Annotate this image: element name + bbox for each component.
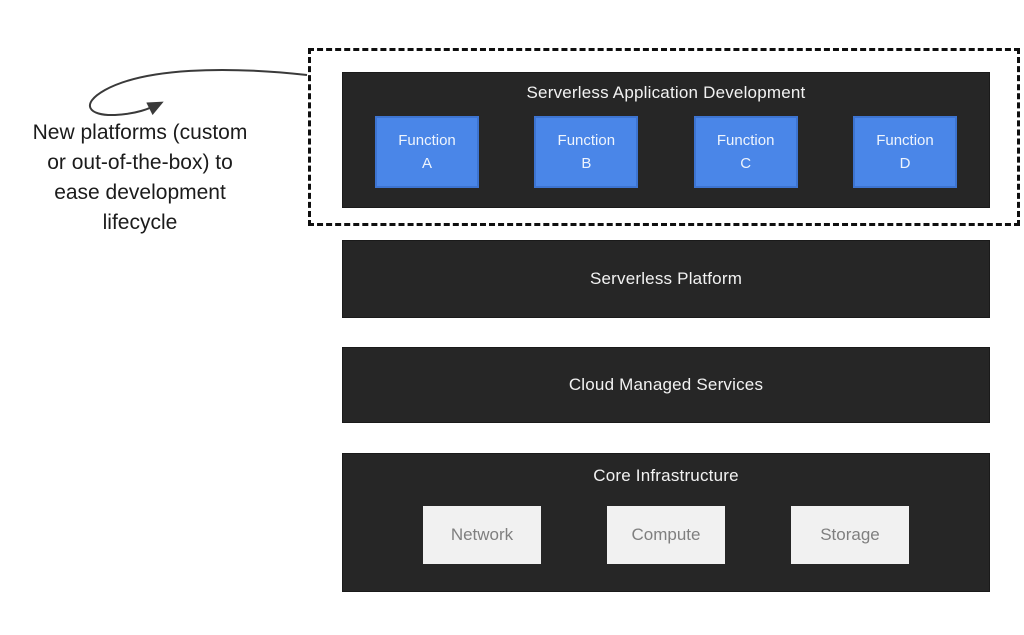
function-label: Function xyxy=(876,132,934,149)
function-label: A xyxy=(421,155,432,172)
function-label: D xyxy=(899,155,911,172)
layer-title: Core Infrastructure xyxy=(593,466,739,485)
component-box-storage: Storage xyxy=(791,506,909,564)
annotation-line: New platforms (custom xyxy=(32,121,248,144)
function-label: C xyxy=(740,155,752,172)
function-label: Function xyxy=(398,132,456,149)
layer-serverless-platform: Serverless Platform xyxy=(342,240,990,318)
annotation-text: New platforms (custom or out-of-the-box)… xyxy=(4,118,276,238)
function-box-d: Function D xyxy=(852,116,957,188)
component-label: Network xyxy=(450,525,514,544)
function-box-a: Function A xyxy=(375,116,479,188)
layer-title: Serverless Platform xyxy=(589,269,743,288)
function-box-b: Function B xyxy=(534,116,639,188)
annotation-line: lifecycle xyxy=(102,211,178,234)
component-box-network: Network xyxy=(423,506,541,564)
function-box-c: Function C xyxy=(693,116,798,188)
components-row: Network Compute Storage xyxy=(383,506,949,564)
function-label: B xyxy=(581,155,592,172)
layer-serverless-application-development: Serverless Application Development Funct… xyxy=(342,72,990,208)
functions-row: Function A Function B Function C Functio… xyxy=(375,116,957,188)
component-label: Compute xyxy=(631,525,701,544)
annotation-line: ease development xyxy=(54,181,226,204)
component-box-compute: Compute xyxy=(607,506,725,564)
layer-title: Serverless Application Development xyxy=(526,83,806,102)
layer-cloud-managed-services: Cloud Managed Services xyxy=(342,347,990,423)
dashed-highlight-box xyxy=(308,48,1020,226)
layer-core-infrastructure: Core Infrastructure Network Compute Stor… xyxy=(342,453,990,592)
component-label: Storage xyxy=(820,525,880,544)
curved-arrow xyxy=(89,69,308,117)
layer-title: Cloud Managed Services xyxy=(568,375,764,394)
annotation-line: or out-of-the-box) to xyxy=(47,151,233,174)
function-label: Function xyxy=(716,132,775,149)
function-label: Function xyxy=(557,132,616,149)
